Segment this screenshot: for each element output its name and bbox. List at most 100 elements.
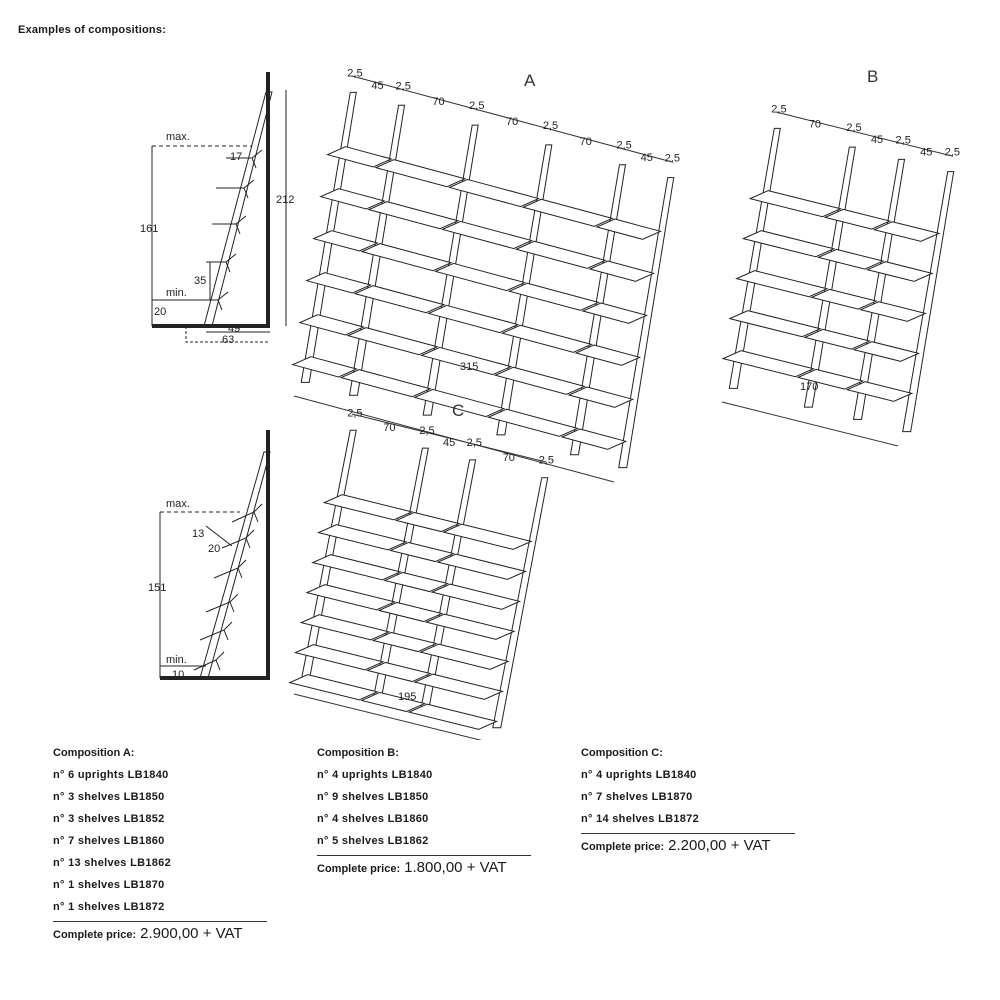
- side-profile-1: [151, 72, 287, 343]
- price-label: Complete price:: [317, 863, 401, 875]
- shelf: [560, 428, 628, 450]
- width-label: 2,5: [945, 147, 960, 159]
- upright: [902, 171, 955, 433]
- shelf: [803, 328, 871, 350]
- shelf: [424, 613, 516, 640]
- composition-item: n° 4 shelves LB1860: [317, 813, 429, 825]
- profile1-depth-inner: 49: [228, 323, 240, 335]
- shelf: [367, 201, 460, 230]
- shelf: [377, 601, 444, 623]
- letter-c: C: [452, 401, 464, 420]
- upright: [618, 177, 675, 469]
- shelf: [346, 327, 439, 356]
- total-width-label: 315: [460, 361, 478, 373]
- shelf: [823, 208, 892, 230]
- composition-item: n° 7 shelves LB1860: [53, 835, 165, 847]
- composition-item: n° 13 shelves LB1862: [53, 857, 172, 869]
- shelf: [316, 524, 408, 551]
- composition-c: Composition C: n° 4 uprights LB1840 n° 7…: [581, 745, 795, 855]
- upright: [300, 91, 357, 383]
- shelf: [305, 272, 372, 294]
- width-label: 45: [871, 134, 883, 146]
- side-profile-2-labels: max. min. 151 13 20 10: [148, 498, 220, 681]
- shelf: [419, 643, 510, 670]
- shelf: [567, 386, 635, 408]
- shelf: [581, 302, 649, 324]
- profile1-min: min.: [166, 287, 187, 299]
- shelf: [360, 691, 427, 713]
- upright: [852, 158, 906, 420]
- upright: [496, 144, 553, 436]
- profile1-top-offset: 17: [230, 151, 242, 163]
- profile1-max: max.: [166, 131, 190, 143]
- dimension-line: [351, 75, 673, 163]
- upright: [569, 164, 627, 456]
- page-title: Examples of compositions:: [18, 24, 167, 36]
- shelf: [448, 178, 541, 208]
- shelf: [514, 240, 607, 269]
- shelf: [816, 248, 885, 270]
- width-label: 2,5: [771, 103, 786, 115]
- shelf: [322, 494, 414, 521]
- letter-b: B: [867, 67, 878, 86]
- shelf: [810, 288, 878, 310]
- shelf: [721, 350, 816, 378]
- shelf: [430, 583, 522, 610]
- shelf: [365, 661, 432, 683]
- composition-a: Composition A: n° 6 uprights LB1840 n° 3…: [53, 745, 267, 943]
- shelf: [420, 346, 513, 376]
- profile1-range: 161: [140, 223, 158, 235]
- shelf: [441, 220, 534, 250]
- width-label: 45: [443, 437, 455, 449]
- profile2-max: max.: [166, 498, 190, 510]
- composition-item: n° 4 uprights LB1840: [317, 769, 433, 781]
- profile2-base: 10: [172, 669, 184, 681]
- shelf: [741, 230, 836, 258]
- profile1-base: 20: [154, 306, 166, 318]
- shelf: [311, 554, 402, 581]
- shelf: [845, 381, 914, 402]
- price-value: 2.200,00 + VAT: [668, 837, 771, 854]
- width-label: 2,5: [543, 120, 558, 132]
- composition-b: Composition B: n° 4 uprights LB1840 n° 9…: [317, 745, 531, 877]
- total-width-label: 195: [398, 691, 416, 703]
- shelf: [588, 260, 656, 282]
- composition-item: n° 3 shelves LB1850: [53, 791, 165, 803]
- shelf: [298, 314, 366, 336]
- shelf-bracket-5: [200, 291, 229, 311]
- composition-item: n° 7 shelves LB1870: [581, 791, 693, 803]
- complete-price: Complete price:2.900,00 + VAT: [53, 921, 267, 943]
- shelf-bracket-5: [199, 621, 233, 641]
- shelf: [500, 324, 593, 353]
- shelf: [413, 388, 506, 418]
- composition-item: n° 3 shelves LB1852: [53, 813, 165, 825]
- dimension-line: [351, 413, 547, 463]
- price-label: Complete price:: [581, 841, 665, 853]
- shelf: [353, 285, 446, 314]
- shelf: [371, 631, 438, 653]
- shelf: [299, 614, 391, 641]
- shelf: [728, 310, 822, 338]
- width-label: 70: [503, 452, 515, 464]
- shelf: [852, 341, 921, 362]
- price-value: 2.900,00 + VAT: [140, 925, 243, 942]
- upright: [422, 124, 479, 416]
- width-label: 45: [641, 152, 653, 164]
- top-dimension-line: [351, 75, 673, 163]
- top-dimension-line: [775, 111, 953, 157]
- shelf: [291, 356, 359, 378]
- width-label: 2,5: [347, 67, 362, 79]
- upright-profile: [203, 91, 273, 327]
- upright: [492, 477, 549, 729]
- shelf: [394, 511, 461, 533]
- shelf: [374, 159, 467, 188]
- width-label: 2,5: [396, 80, 411, 92]
- profile2-range: 151: [148, 582, 166, 594]
- shelf: [407, 703, 499, 730]
- price-value: 1.800,00 + VAT: [404, 859, 507, 876]
- width-label: 2,5: [616, 140, 631, 152]
- width-label: 2,5: [846, 122, 861, 134]
- width-label: 2,5: [896, 134, 911, 146]
